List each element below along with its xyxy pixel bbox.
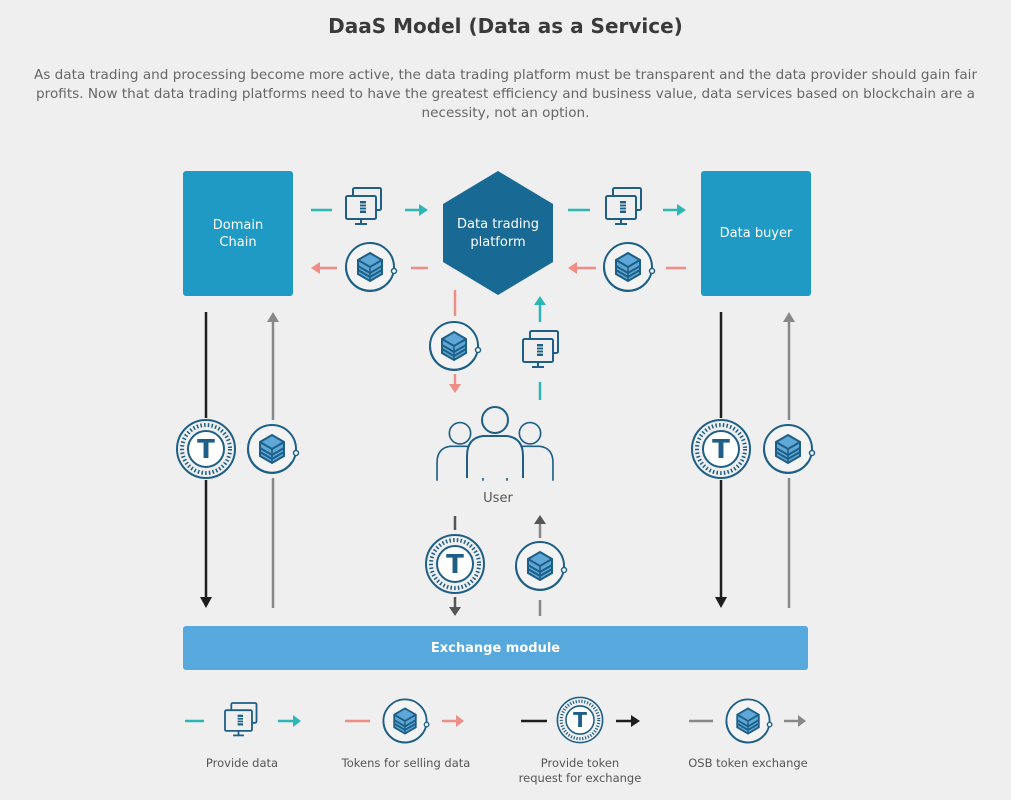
token-request-arrow-user-to-exchange bbox=[449, 516, 461, 616]
legend-label-osb-token-exchange: OSB token exchange bbox=[688, 756, 808, 770]
osb-token-icon bbox=[763, 424, 816, 474]
osb-token-icon bbox=[382, 698, 430, 744]
legend-provide-data bbox=[185, 702, 301, 737]
page-description: As data trading and processing become mo… bbox=[33, 67, 978, 121]
computer-icon bbox=[522, 330, 559, 368]
t-token-icon bbox=[555, 695, 605, 745]
t-token-icon bbox=[175, 418, 237, 480]
user-label: User bbox=[483, 491, 513, 506]
legend-provide-token-request bbox=[521, 695, 640, 745]
legend-tokens-for-selling-data bbox=[345, 698, 464, 744]
osb-token-icon bbox=[515, 541, 568, 591]
osb-exchange-arrow-exchange-to-domain bbox=[267, 312, 279, 608]
domain-chain-box: Domain Chain bbox=[183, 171, 293, 296]
tokens-arrow-platform-to-domain bbox=[311, 262, 428, 274]
tokens-arrow-platform-to-user bbox=[449, 290, 461, 393]
legend-label-tokens-for-selling-data: Tokens for selling data bbox=[341, 756, 471, 770]
osb-token-icon bbox=[345, 242, 398, 292]
osb-token-icon bbox=[603, 242, 656, 292]
data-trading-platform-hexagon bbox=[443, 171, 553, 295]
osb-token-icon bbox=[247, 424, 300, 474]
osb-exchange-arrow-exchange-to-buyer bbox=[783, 312, 795, 608]
user-group-icon bbox=[436, 406, 554, 482]
token-request-arrow-domain-to-exchange bbox=[200, 312, 212, 608]
computer-icon bbox=[605, 187, 642, 225]
provide-data-arrow-domain-to-platform bbox=[311, 204, 428, 216]
computer-icon bbox=[345, 187, 382, 225]
computer-icon bbox=[224, 702, 258, 737]
osb-exchange-arrow-exchange-to-user bbox=[534, 515, 546, 616]
exchange-module-bar: Exchange module bbox=[183, 626, 808, 670]
data-buyer-box: Data buyer bbox=[701, 171, 811, 296]
provide-data-arrow-platform-to-buyer bbox=[568, 204, 686, 216]
legend-label-provide-token-request: Provide token request for exchange bbox=[518, 756, 642, 785]
osb-token-icon bbox=[725, 698, 773, 744]
t-token-icon bbox=[424, 533, 486, 595]
legend-label-provide-data: Provide data bbox=[205, 756, 279, 770]
data-buyer-label: Data buyer bbox=[719, 226, 793, 241]
page-title: DaaS Model (Data as a Service) bbox=[328, 14, 683, 38]
data-trading-platform-label: Data trading platform bbox=[457, 217, 539, 250]
osb-token-icon bbox=[429, 321, 482, 371]
tokens-arrow-buyer-to-platform bbox=[568, 262, 686, 274]
domain-chain-label: Domain Chain bbox=[212, 217, 264, 250]
token-request-arrow-buyer-to-exchange bbox=[715, 312, 727, 608]
provide-data-arrow-user-to-platform bbox=[534, 296, 546, 400]
legend-osb-token-exchange bbox=[689, 698, 806, 744]
t-token-icon bbox=[690, 418, 752, 480]
exchange-module-label: Exchange module bbox=[430, 640, 561, 656]
